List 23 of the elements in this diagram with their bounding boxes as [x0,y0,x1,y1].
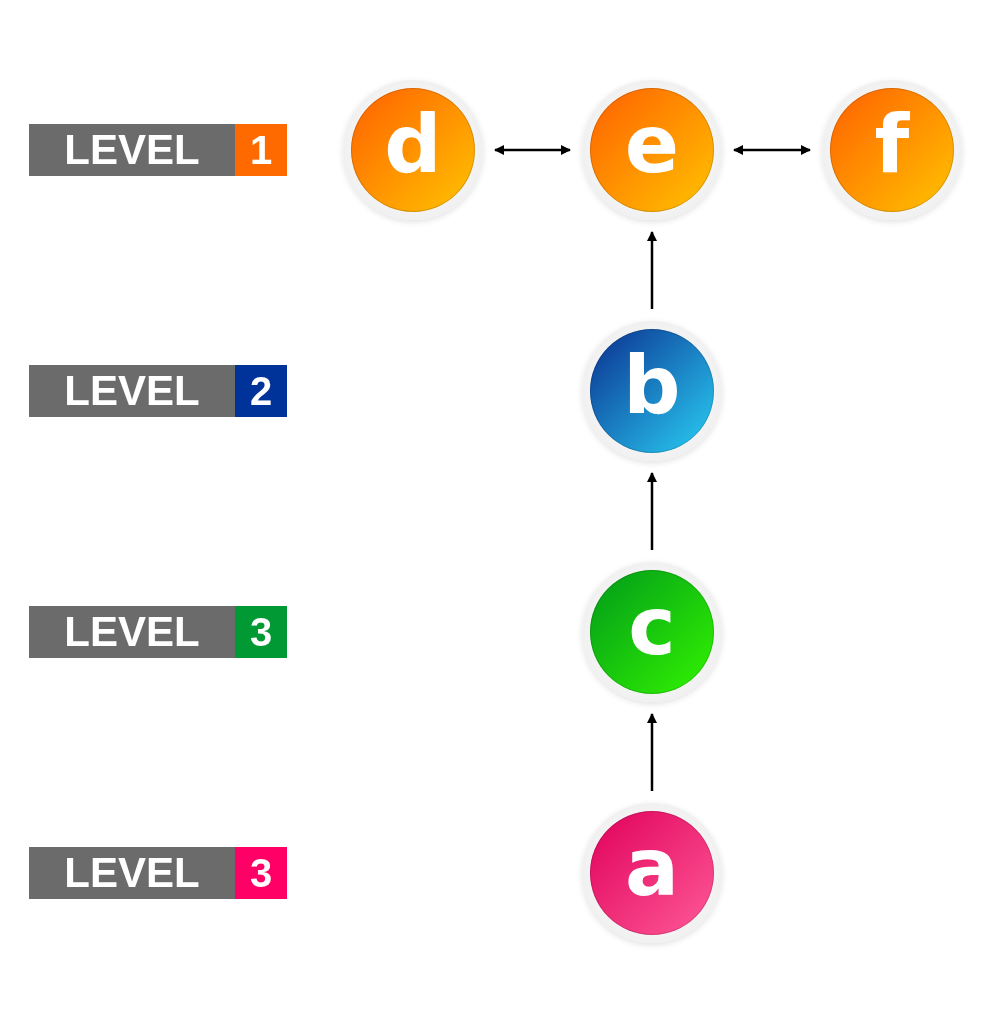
level-label: LEVEL [29,124,235,176]
arrow [647,472,657,550]
circle-letter: f [874,105,910,185]
level-label: LEVEL [29,847,235,899]
level-badge [29,365,287,417]
circle-letter: c [628,587,676,667]
level-badge [29,124,287,176]
level-number: 2 [235,365,287,417]
level-number: 3 [235,847,287,899]
circle-letter: a [625,828,679,908]
arrow [733,145,811,155]
level-number: 3 [235,606,287,658]
level-badge [29,847,287,899]
circle-letter: e [624,105,680,185]
circle-letter: d [384,105,442,185]
level-number: 1 [235,124,287,176]
circle-letter: b [623,346,681,426]
arrow [494,145,571,155]
arrow [647,713,657,791]
level-label: LEVEL [29,606,235,658]
level-label: LEVEL [29,365,235,417]
level-badge [29,606,287,658]
arrow [647,231,657,309]
